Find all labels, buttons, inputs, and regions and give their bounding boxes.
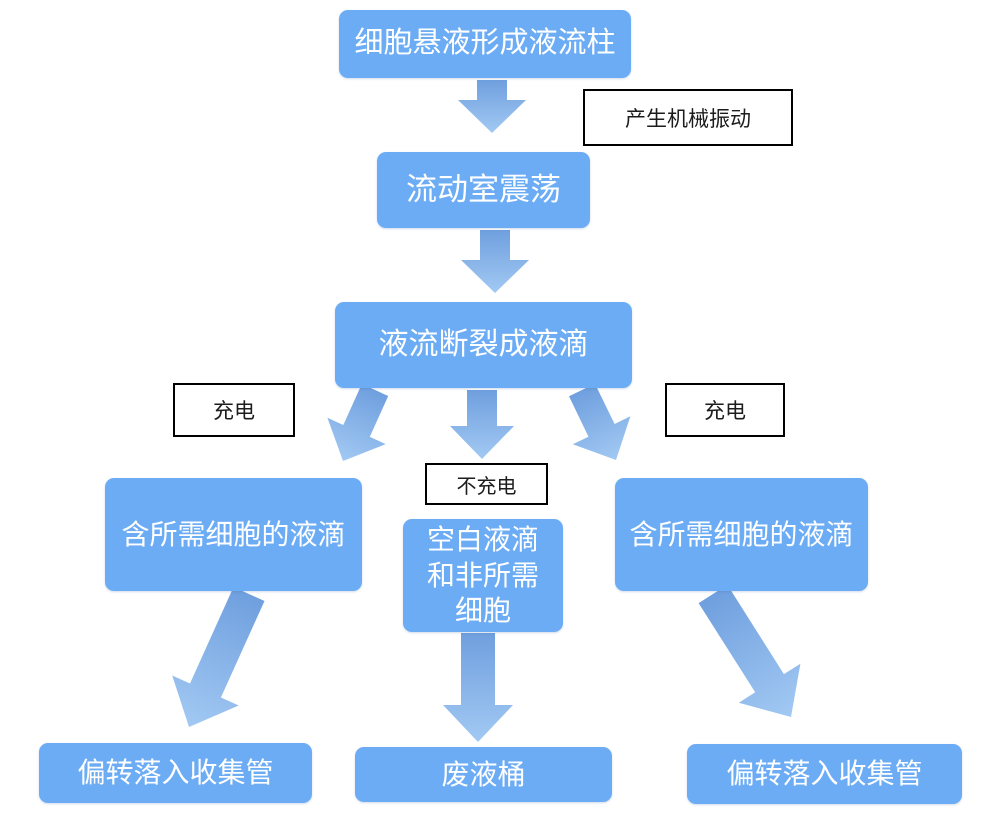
node-flow-chamber-vibration: 流动室震荡 [377,152,590,228]
node-stream-breaks-into-droplets-label: 液流断裂成液滴 [378,327,589,361]
label-mechanical-vibration: 产生机械振动 [583,89,793,146]
label-no-charge-text: 不充电 [456,475,517,498]
label-charge-left: 充电 [173,383,295,437]
node-deflect-to-collection-tube-left-label: 偏转落入收集管 [77,757,274,789]
arrow-deflect-right [698,584,801,717]
node-deflect-to-collection-tube-right: 偏转落入收集管 [687,744,962,804]
node-flow-chamber-vibration-label: 流动室震荡 [406,172,561,208]
node-blank-and-unwanted-droplets: 空白液滴 和非所需 细胞 [403,519,563,632]
node-blank-and-unwanted-droplets-label: 空白液滴 和非所需 细胞 [426,523,539,627]
arrow-deflect-left [172,587,265,727]
label-charge-right: 充电 [665,383,785,437]
arrow-fan-left [327,384,389,461]
node-target-cell-droplets-left-label: 含所需细胞的液滴 [121,518,346,550]
arrow-waste-middle [443,633,513,742]
label-mechanical-vibration-text: 产生机械振动 [625,107,751,131]
label-charge-right-text: 充电 [704,400,746,423]
label-no-charge: 不充电 [425,463,548,505]
node-deflect-to-collection-tube-right-label: 偏转落入收集管 [726,758,923,790]
node-target-cell-droplets-right-label: 含所需细胞的液滴 [629,518,854,550]
node-waste-container: 废液桶 [355,747,612,802]
node-target-cell-droplets-right: 含所需细胞的液滴 [615,478,868,591]
arrow-fan-right [569,383,631,460]
node-waste-container-label: 废液桶 [441,758,526,790]
arrow-fan-middle [450,390,514,459]
node-stream-breaks-into-droplets: 液流断裂成液滴 [335,302,632,388]
arrow-step-1 [458,80,526,133]
arrow-step-2 [461,230,529,293]
label-charge-left-text: 充电 [213,400,255,423]
node-cell-suspension-stream-label: 细胞悬液形成液流柱 [354,27,616,60]
node-cell-suspension-stream: 细胞悬液形成液流柱 [339,10,631,78]
node-deflect-to-collection-tube-left: 偏转落入收集管 [39,743,312,803]
node-target-cell-droplets-left: 含所需细胞的液滴 [105,478,362,591]
